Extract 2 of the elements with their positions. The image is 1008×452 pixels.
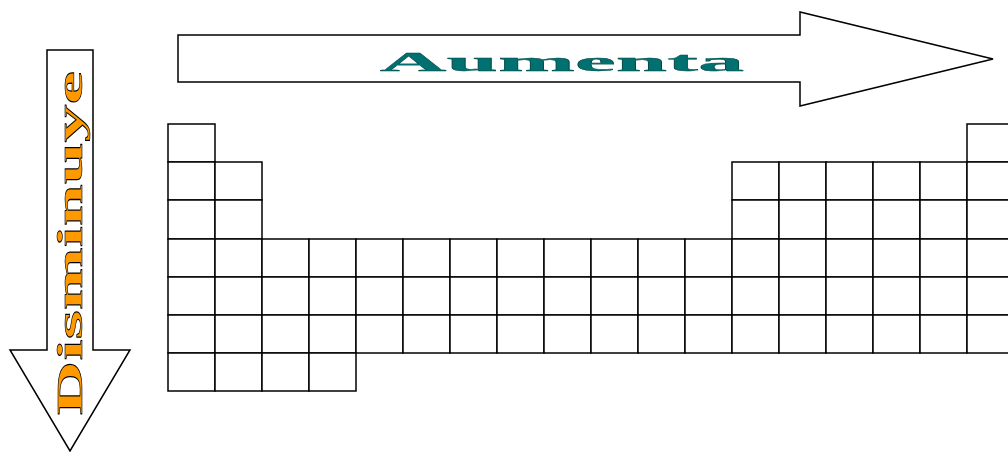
direction-label: Disminuye: [49, 70, 90, 416]
direction-label: Aumenta: [379, 46, 745, 78]
